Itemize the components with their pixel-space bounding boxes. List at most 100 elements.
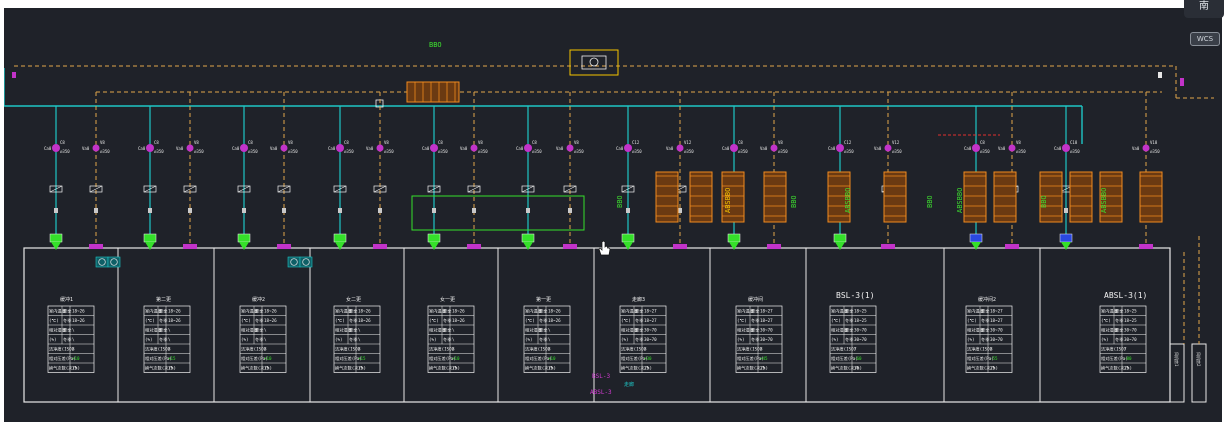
supply-diffuser-icon bbox=[621, 233, 635, 243]
supply-duct-dia: ⌀350 bbox=[344, 149, 354, 154]
damper bbox=[333, 185, 347, 193]
table-cell-label: 相对湿度 bbox=[525, 327, 543, 334]
table-cell-label: 室内温度 bbox=[621, 308, 639, 315]
table-cell-label: 室内温度 bbox=[967, 308, 985, 315]
table-cell-value: 25 bbox=[1124, 366, 1130, 371]
diffuser-cone-icon bbox=[335, 242, 345, 250]
table-cell-season: 冬季 bbox=[751, 317, 760, 324]
wcs-button[interactable]: WCS bbox=[1190, 32, 1220, 46]
exhaust-valve-tag: Va0 bbox=[556, 146, 564, 151]
exhaust-valve-tag: Va0 bbox=[460, 146, 468, 151]
exhaust-duct-dia: ⌀350 bbox=[384, 149, 394, 154]
table-cell-label: (℃) bbox=[145, 318, 155, 323]
room-title: 第一更 bbox=[536, 296, 551, 303]
hand-cursor-icon bbox=[598, 240, 611, 256]
damper bbox=[373, 185, 387, 193]
pressure-gauge-icon bbox=[302, 258, 310, 266]
wcs-label: WCS bbox=[1196, 35, 1214, 43]
table-cell-label: 相对压差(Pa) bbox=[737, 355, 764, 362]
table-frame bbox=[965, 305, 1013, 373]
exhaust-valve-tag: Va0 bbox=[82, 146, 90, 151]
table-cell-label: 洁净度(ISO) bbox=[737, 346, 762, 353]
diffuser-cone-icon bbox=[1061, 242, 1071, 250]
table-cell-label: 相对压差(Pa) bbox=[145, 355, 172, 362]
table-cell-value: 7 bbox=[854, 347, 857, 352]
viewcube-menu[interactable]: 南 bbox=[1184, 0, 1224, 18]
supply-diffuser-icon bbox=[833, 233, 847, 243]
table-cell-label: 洁净度(ISO) bbox=[145, 346, 170, 353]
table-cell-value: 15 bbox=[72, 366, 78, 371]
table-cell-season: 夏季 bbox=[539, 327, 548, 334]
table-cell-label: 洁净度(ISO) bbox=[429, 346, 454, 353]
table-cell-season: 夏季 bbox=[845, 327, 854, 334]
table-cell-value: \ bbox=[168, 337, 171, 342]
exhaust-duct-dia: ⌀350 bbox=[478, 149, 488, 154]
vlabel-absbbo-3: ABSBBO bbox=[956, 188, 964, 213]
table-cell-season: 夏季 bbox=[255, 327, 264, 334]
pressure-gauge-frame bbox=[299, 256, 313, 268]
vlabel-bbo-3: BBO bbox=[926, 195, 934, 208]
table-cell-season: 夏季 bbox=[255, 308, 264, 315]
table-cell-value: 18~27 bbox=[644, 309, 657, 314]
table-frame bbox=[427, 305, 475, 373]
table-frame bbox=[735, 305, 783, 373]
sensor-marker bbox=[338, 208, 342, 213]
room-title: 缓冲间2 bbox=[978, 296, 996, 303]
table-cell-value: 30~70 bbox=[1124, 328, 1137, 333]
exhaust-valve-size: V12 bbox=[892, 140, 900, 145]
exhaust-valve-icon bbox=[470, 144, 478, 152]
table-cell-label: 洁净度(ISO) bbox=[621, 346, 646, 353]
marker-right-1 bbox=[1158, 72, 1162, 78]
table-cell-season: 夏季 bbox=[443, 327, 452, 334]
table-cell-label: 室内温度 bbox=[145, 308, 163, 315]
table-cell-label: 室内温度 bbox=[429, 308, 447, 315]
diffuser-cone-icon bbox=[971, 242, 981, 250]
table-cell-label: (%) bbox=[241, 337, 249, 342]
table-cell-label: 相对压差(Pa) bbox=[429, 355, 456, 362]
damper bbox=[183, 185, 197, 193]
damper-blade bbox=[373, 185, 387, 193]
drawing-area[interactable]: BBO bbox=[3, 8, 1222, 422]
table-cell-season: 夏季 bbox=[63, 308, 72, 315]
table-cell-label: (%) bbox=[49, 337, 57, 342]
supply-valve-icon bbox=[624, 144, 632, 152]
vlabel-absbbo-4: ABSBBO bbox=[1100, 188, 1108, 213]
vlabel-absbbo-1: ABSBBO bbox=[724, 188, 732, 213]
table-frame bbox=[829, 305, 877, 373]
room-title: 走廊3 bbox=[632, 296, 645, 303]
supply-valve-size: C12 bbox=[844, 140, 852, 145]
table-cell-season: 夏季 bbox=[751, 308, 760, 315]
table-cell-value: +15 bbox=[168, 356, 176, 361]
exhaust-grille-icon bbox=[881, 244, 895, 249]
table-cell-value: 30~70 bbox=[854, 337, 867, 342]
exhaust-valve-icon bbox=[770, 144, 778, 152]
sensor-marker bbox=[148, 208, 152, 213]
table-cell-season: 夏季 bbox=[635, 327, 644, 334]
exhaust-valve-size: V18 bbox=[1150, 140, 1158, 145]
room-title: 缓冲间 bbox=[748, 296, 763, 303]
damper bbox=[467, 185, 481, 193]
table-cell-season: 冬季 bbox=[981, 317, 990, 324]
damper bbox=[277, 185, 291, 193]
sensor-marker bbox=[282, 208, 286, 213]
table-cell-value: 15 bbox=[168, 366, 174, 371]
room-title: 女一更 bbox=[440, 296, 455, 303]
table-cell-label: 相对湿度 bbox=[429, 327, 447, 334]
exhaust-valve-size: V12 bbox=[684, 140, 692, 145]
table-cell-value: 18~26 bbox=[72, 309, 85, 314]
supply-valve-size: C8 bbox=[154, 140, 159, 145]
viewcube-label: 南 bbox=[1199, 1, 1209, 12]
exhaust-valve-size: V8 bbox=[194, 140, 199, 145]
exhaust-valve-icon bbox=[186, 144, 194, 152]
table-cell-label: 换气次数(次/h) bbox=[831, 365, 862, 372]
table-cell-value: 7 bbox=[1124, 347, 1127, 352]
table-cell-season: 夏季 bbox=[349, 327, 358, 334]
table-cell-season: 夏季 bbox=[349, 308, 358, 315]
table-cell-season: 夏季 bbox=[63, 327, 72, 334]
